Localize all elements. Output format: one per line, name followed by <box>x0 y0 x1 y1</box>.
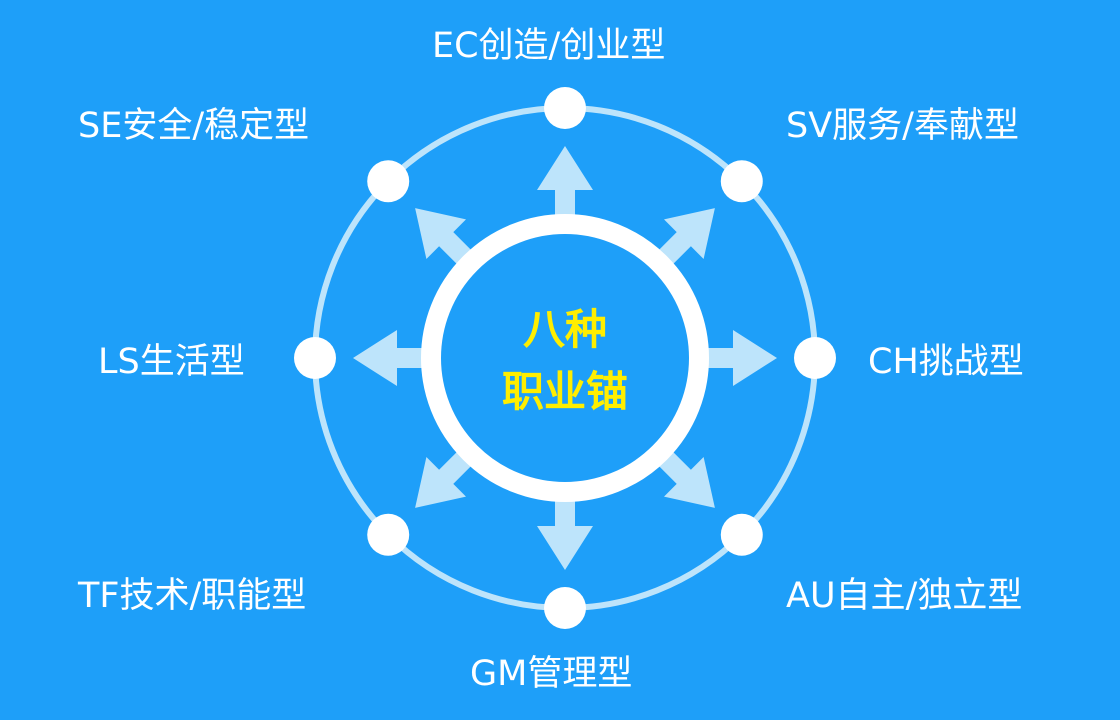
node-tf <box>367 513 410 556</box>
inner-ring <box>421 214 709 502</box>
label-se: SE安全/稳定型 <box>78 106 310 146</box>
node-au <box>720 513 763 556</box>
label-sv: SV服务/奉献型 <box>786 106 1019 146</box>
label-tf: TF技术/职能型 <box>78 576 307 616</box>
label-au: AU自主/独立型 <box>786 576 1023 616</box>
node-ec <box>544 87 586 129</box>
node-gm <box>544 587 586 629</box>
node-sv <box>720 160 763 203</box>
label-ls: LS生活型 <box>98 342 245 382</box>
arrow-gm <box>537 488 593 570</box>
label-gm: GM管理型 <box>470 654 633 694</box>
center-title-line1: 八种 <box>522 305 607 354</box>
node-se <box>367 160 410 203</box>
arrow-ec <box>537 146 593 228</box>
arrow-ch <box>695 330 777 386</box>
label-ec: EC创造/创业型 <box>432 26 666 66</box>
node-ch <box>794 337 836 379</box>
arrow-ls <box>353 330 435 386</box>
center-title-line2: 职业锚 <box>501 367 628 416</box>
node-ls <box>294 337 336 379</box>
label-ch: CH挑战型 <box>868 342 1024 382</box>
center-title: 八种 职业锚 <box>465 304 665 418</box>
